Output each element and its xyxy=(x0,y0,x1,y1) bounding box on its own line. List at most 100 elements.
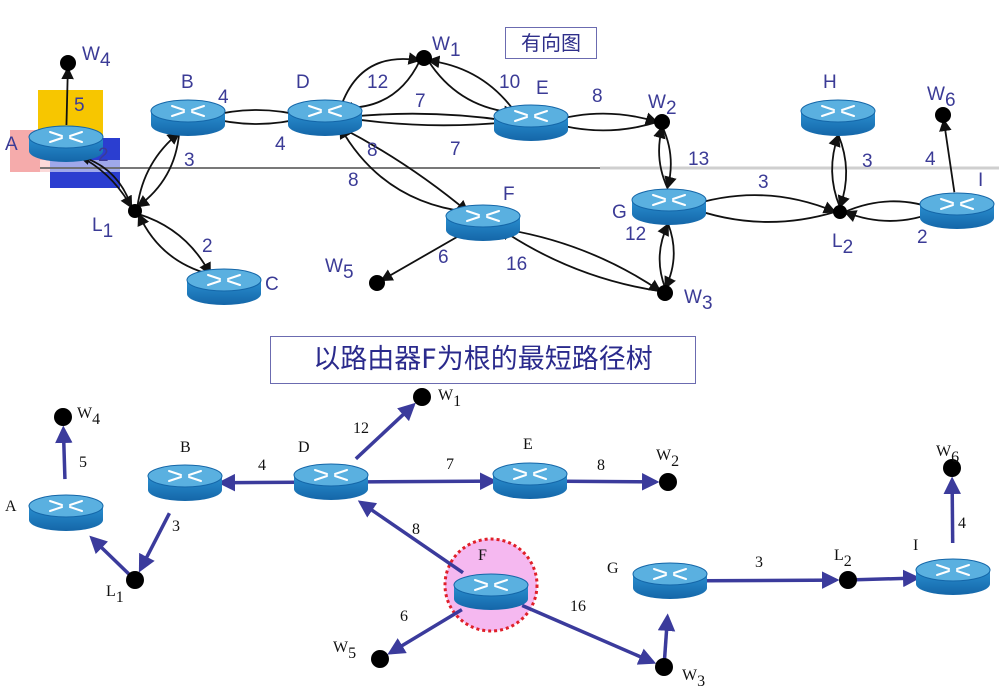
shortest-path-tree-title: 以路由器F为根的最短路径树 xyxy=(270,336,696,384)
node-label-subscript: 5 xyxy=(348,645,356,662)
node-label-w2: W2 xyxy=(648,92,677,119)
edge-cost-label: 4 xyxy=(275,134,286,155)
node-label-text: L xyxy=(106,583,116,600)
lan-node-icon xyxy=(126,571,144,589)
network-node-icon xyxy=(935,107,951,123)
node-label-a: A xyxy=(5,134,18,155)
network-node-icon xyxy=(654,114,670,130)
node-label-text: G xyxy=(612,202,627,223)
router-icon xyxy=(919,192,995,229)
node-label-text: L xyxy=(832,231,843,252)
edge-cost-label: 16 xyxy=(570,598,586,615)
router-arrows-icon xyxy=(49,131,83,143)
graph-edge-g-to-l2 xyxy=(686,194,837,214)
router-arrows-icon xyxy=(168,470,202,482)
node-label-subscript: 2 xyxy=(666,98,677,119)
node-label-text: W xyxy=(684,287,702,308)
edge-cost-label: 7 xyxy=(450,139,461,160)
router-arrows-icon xyxy=(653,568,687,580)
node-label-text: W xyxy=(648,92,666,113)
tree-edge-e-to-w2 xyxy=(563,473,660,491)
router-arrows-icon xyxy=(314,469,348,481)
graph-edge-l2-to-h xyxy=(828,133,841,208)
tree-edge-b-to-l1 xyxy=(138,512,171,573)
edge-cost-label: 3 xyxy=(172,518,180,535)
graph-edge-f-to-d xyxy=(339,125,469,213)
node-label-text: W xyxy=(77,405,93,422)
edge-cost-label: 12 xyxy=(625,224,646,245)
graph-edge-l1-to-c xyxy=(138,213,212,276)
shortest-path-tree-edges xyxy=(55,402,961,665)
node-label-text: W xyxy=(936,443,952,460)
router-icon xyxy=(445,204,521,241)
node-label-e: E xyxy=(536,78,549,99)
graph-edge-w3-to-f xyxy=(498,227,661,293)
node-label-text: D xyxy=(296,72,310,93)
edge-cost-label: 2 xyxy=(98,145,109,166)
edge-cost-label: 8 xyxy=(412,521,420,538)
node-label-text: G xyxy=(607,560,619,577)
node-label-i: I xyxy=(978,170,983,191)
node-label-f: F xyxy=(478,547,487,564)
node-label-text: C xyxy=(265,274,279,295)
node-label-subscript: 2 xyxy=(843,237,854,258)
node-label-c: C xyxy=(265,274,279,295)
edge-cost-label: 4 xyxy=(218,87,229,108)
edge-cost-label: 8 xyxy=(592,86,603,107)
edge-cost-label: 8 xyxy=(597,457,605,474)
edge-cost-label: 8 xyxy=(348,170,359,191)
tree-edge-f-to-d xyxy=(357,500,464,575)
network-node-icon xyxy=(54,408,72,426)
network-node-icon xyxy=(943,459,961,477)
node-label-d: D xyxy=(296,72,310,93)
router-icon xyxy=(28,494,104,531)
graph-edge-i-to-w6 xyxy=(939,118,956,193)
node-label-l2: L2 xyxy=(834,547,852,570)
lan-node-icon xyxy=(833,205,847,219)
router-arrows-icon xyxy=(940,198,974,210)
node-label-l1: L1 xyxy=(106,583,124,606)
router-arrows-icon xyxy=(474,579,508,591)
network-node-icon xyxy=(655,658,673,676)
node-label-b: B xyxy=(180,439,191,456)
tree-edge-l2-to-i xyxy=(855,569,921,588)
tree-edge-f-to-w3 xyxy=(521,603,657,665)
edge-cost-label: 4 xyxy=(925,149,936,170)
edge-cost-label: 8 xyxy=(367,140,378,161)
network-node-icon xyxy=(416,50,432,66)
tree-edge-l1-to-a xyxy=(89,535,131,576)
node-label-text: D xyxy=(298,439,310,456)
network-node-icon xyxy=(371,650,389,668)
graph-edge-w2-to-g xyxy=(661,126,677,190)
node-label-text: L xyxy=(834,547,844,564)
node-label-w6: W6 xyxy=(936,443,959,466)
graph-edge-w3-to-g xyxy=(657,222,669,289)
node-label-w2: W2 xyxy=(656,447,679,470)
node-label-text: E xyxy=(523,436,533,453)
tree-edge-d-to-w1 xyxy=(354,402,416,461)
graph-edge-c-to-l1 xyxy=(137,212,211,276)
network-node-icon xyxy=(659,473,677,491)
router-arrows-icon xyxy=(171,105,205,117)
node-label-text: W xyxy=(682,667,698,684)
edge-cost-label: 4 xyxy=(958,515,966,532)
router-icon xyxy=(632,562,708,599)
node-label-w3: W3 xyxy=(684,287,713,314)
router-icon xyxy=(287,99,363,136)
edge-cost-label: 13 xyxy=(688,149,709,170)
node-label-w4: W4 xyxy=(82,44,111,71)
router-icon xyxy=(493,104,569,141)
edge-cost-label: 4 xyxy=(258,457,266,474)
node-label-text: W xyxy=(82,44,100,65)
node-label-f: F xyxy=(503,184,515,205)
node-label-text: W xyxy=(325,256,343,277)
edge-cost-label: 12 xyxy=(367,72,388,93)
router-icon xyxy=(631,188,707,225)
node-label-g: G xyxy=(612,202,627,223)
edge-cost-label: 2 xyxy=(917,227,928,248)
graph-edge-a-to-w4 xyxy=(61,66,74,126)
router-arrows-icon xyxy=(466,210,500,222)
node-label-subscript: 1 xyxy=(103,221,114,242)
node-label-w1: W1 xyxy=(432,34,461,61)
